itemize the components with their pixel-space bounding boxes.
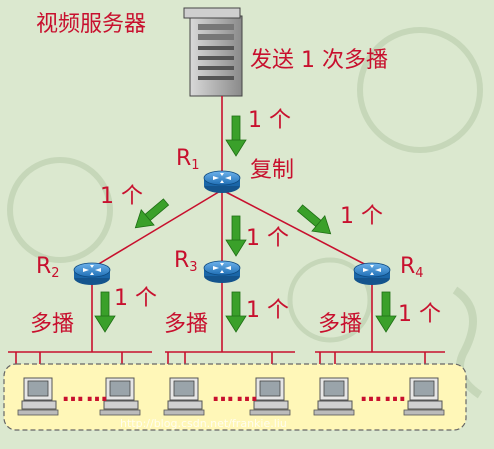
arrow-down-icon bbox=[375, 291, 397, 333]
server-icon bbox=[183, 7, 243, 97]
router-r2-label: R2 bbox=[36, 254, 60, 281]
router-r3-icon bbox=[203, 260, 241, 284]
arrow-diagonal-right-icon bbox=[293, 199, 338, 242]
router-r2-icon bbox=[73, 262, 111, 286]
count-label: 1 个 bbox=[100, 184, 143, 209]
copy-label: 复制 bbox=[250, 158, 295, 183]
arrow-down-icon bbox=[225, 291, 247, 333]
arrow-down-icon bbox=[94, 291, 116, 333]
count-label: 1 个 bbox=[398, 302, 441, 327]
pc-icon bbox=[163, 377, 205, 416]
server-title: 视频服务器 bbox=[36, 12, 147, 37]
multicast-label: 多播 bbox=[30, 312, 75, 337]
send-label: 发送 1 次多播 bbox=[250, 48, 388, 73]
ellipsis: …… bbox=[212, 382, 260, 407]
background-pattern bbox=[7, 27, 483, 399]
count-label: 1 个 bbox=[246, 298, 289, 323]
pc-icon bbox=[313, 377, 355, 416]
count-label: 1 个 bbox=[248, 108, 291, 133]
multicast-label: 多播 bbox=[164, 312, 209, 337]
arrow-down-icon bbox=[225, 215, 247, 257]
router-r4-icon bbox=[353, 262, 391, 286]
count-label: 1 个 bbox=[114, 286, 157, 311]
count-label: 1 个 bbox=[340, 204, 383, 229]
pc-icon bbox=[17, 377, 59, 416]
ellipsis: …… bbox=[62, 382, 110, 407]
router-r1-label: R1 bbox=[176, 146, 200, 173]
watermark: http://blog.csdn.net/frankie.liu bbox=[120, 417, 287, 430]
router-r3-label: R3 bbox=[174, 248, 198, 275]
count-label: 1 个 bbox=[246, 226, 289, 251]
arrow-down-icon bbox=[225, 115, 247, 157]
router-r4-label: R4 bbox=[400, 254, 424, 281]
pc-icon bbox=[403, 377, 445, 416]
multicast-label: 多播 bbox=[318, 312, 363, 337]
router-r1-icon bbox=[203, 170, 241, 194]
ellipsis: …… bbox=[360, 382, 408, 407]
